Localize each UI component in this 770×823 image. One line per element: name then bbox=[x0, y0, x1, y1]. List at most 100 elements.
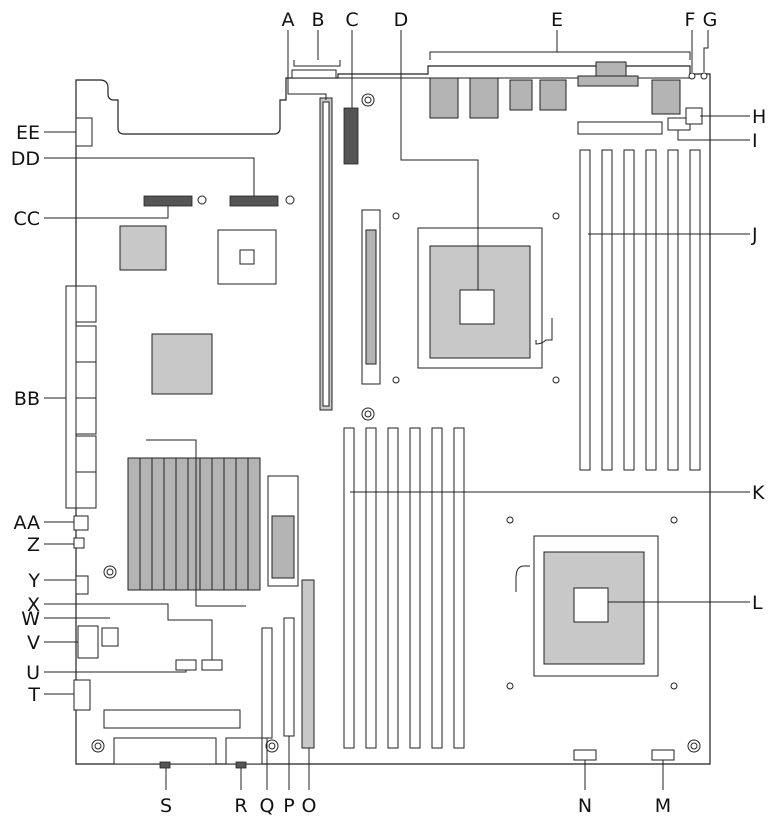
label-e: E bbox=[551, 9, 563, 31]
dimm-slot bbox=[579, 149, 591, 471]
connector-c bbox=[343, 107, 359, 165]
sata-connector-cc bbox=[143, 195, 193, 207]
label-bb: BB bbox=[14, 388, 40, 410]
label-y: Y bbox=[27, 570, 40, 592]
led-g bbox=[700, 72, 708, 80]
label-w: W bbox=[21, 608, 40, 630]
rear-usb-lan-port bbox=[429, 77, 459, 119]
vrm-chip bbox=[271, 515, 295, 579]
rear-usb-port bbox=[509, 79, 533, 111]
leader-dd bbox=[44, 157, 255, 196]
small-hole bbox=[197, 195, 207, 205]
mount-hole-inner bbox=[690, 742, 698, 750]
power-rail bbox=[103, 709, 241, 729]
power-connector-r bbox=[225, 737, 263, 765]
mount-hole-inner bbox=[94, 742, 102, 750]
mount-hole-inner bbox=[106, 568, 114, 576]
dimm-slot bbox=[623, 149, 635, 471]
fan-header-x bbox=[201, 659, 223, 671]
dimm-slot bbox=[645, 149, 657, 471]
connector-t bbox=[73, 679, 91, 711]
socket-hole bbox=[392, 212, 400, 220]
rear-usb-port bbox=[539, 79, 567, 111]
rear-usb-lan-port bbox=[469, 77, 499, 119]
header-y bbox=[75, 575, 89, 595]
label-o: O bbox=[302, 795, 317, 817]
socket-lever bbox=[515, 565, 530, 592]
small-hole bbox=[285, 195, 295, 205]
led-f bbox=[688, 72, 696, 80]
sata-port bbox=[75, 361, 97, 399]
socket-hole bbox=[670, 516, 678, 524]
mount-hole-inner bbox=[268, 742, 276, 750]
socket-lever bbox=[535, 318, 553, 345]
fan-header-n bbox=[573, 749, 597, 761]
heatpipe bbox=[146, 439, 246, 607]
chipset-south bbox=[151, 333, 213, 395]
leader-u bbox=[44, 670, 187, 673]
dimm-slot bbox=[343, 427, 355, 749]
header-w bbox=[101, 627, 119, 647]
s-latch bbox=[159, 761, 171, 769]
sata-port bbox=[75, 285, 97, 323]
label-n: N bbox=[578, 795, 592, 817]
horizontal-connector bbox=[577, 121, 663, 135]
label-k: K bbox=[752, 482, 765, 504]
label-f: F bbox=[685, 9, 696, 31]
label-i: I bbox=[752, 130, 758, 152]
dimm-slot bbox=[365, 427, 377, 749]
label-v: V bbox=[27, 632, 40, 654]
mount-hole-inner bbox=[364, 96, 372, 104]
sata-bracket bbox=[65, 285, 77, 509]
chipset-die bbox=[239, 249, 255, 265]
leader-d bbox=[400, 30, 479, 290]
socket-hole bbox=[552, 212, 560, 220]
label-s: S bbox=[160, 795, 172, 817]
label-r: R bbox=[234, 795, 247, 817]
slot-o bbox=[301, 579, 315, 749]
label-ee: EE bbox=[16, 122, 40, 144]
leader-x bbox=[44, 603, 213, 660]
sata-port bbox=[75, 435, 97, 473]
label-l: L bbox=[752, 592, 763, 614]
leader-i bbox=[677, 130, 750, 141]
video-port bbox=[577, 75, 639, 87]
dimm-group-k bbox=[343, 427, 465, 749]
connector-v bbox=[77, 625, 99, 659]
cpu-socket-l-die bbox=[573, 587, 609, 623]
label-c: C bbox=[345, 9, 358, 31]
fan-header-m bbox=[651, 749, 675, 761]
heatsink bbox=[127, 457, 261, 591]
label-b: B bbox=[311, 9, 324, 31]
fan-header-u bbox=[175, 659, 197, 671]
chipset-small bbox=[119, 225, 167, 271]
header-z bbox=[73, 537, 85, 549]
label-aa: AA bbox=[13, 512, 40, 534]
dimm-group-j bbox=[579, 149, 701, 471]
cpu-socket-d-die bbox=[459, 289, 495, 325]
leader-e-bracket bbox=[429, 51, 691, 60]
led-header bbox=[291, 69, 337, 79]
leader-a bbox=[287, 30, 327, 100]
serial-port-shell bbox=[595, 61, 627, 77]
mount-hole-inner bbox=[364, 410, 372, 418]
label-q: Q bbox=[260, 795, 275, 817]
label-d: D bbox=[394, 9, 409, 31]
sata-connector-dd bbox=[229, 195, 279, 207]
socket-hole bbox=[392, 376, 400, 384]
label-a: A bbox=[282, 9, 295, 31]
dimm-slot bbox=[409, 427, 421, 749]
leader-lines bbox=[44, 30, 750, 790]
label-h: H bbox=[752, 106, 766, 128]
dimm-slot bbox=[667, 149, 679, 471]
sata-port bbox=[75, 471, 97, 509]
header-aa bbox=[73, 515, 89, 531]
rear-lan-port bbox=[651, 79, 681, 115]
riser-slot-inner bbox=[322, 101, 330, 407]
label-x: X bbox=[27, 594, 40, 616]
label-m: M bbox=[655, 795, 671, 817]
socket-hole bbox=[670, 682, 678, 690]
leader-cc bbox=[44, 206, 169, 219]
